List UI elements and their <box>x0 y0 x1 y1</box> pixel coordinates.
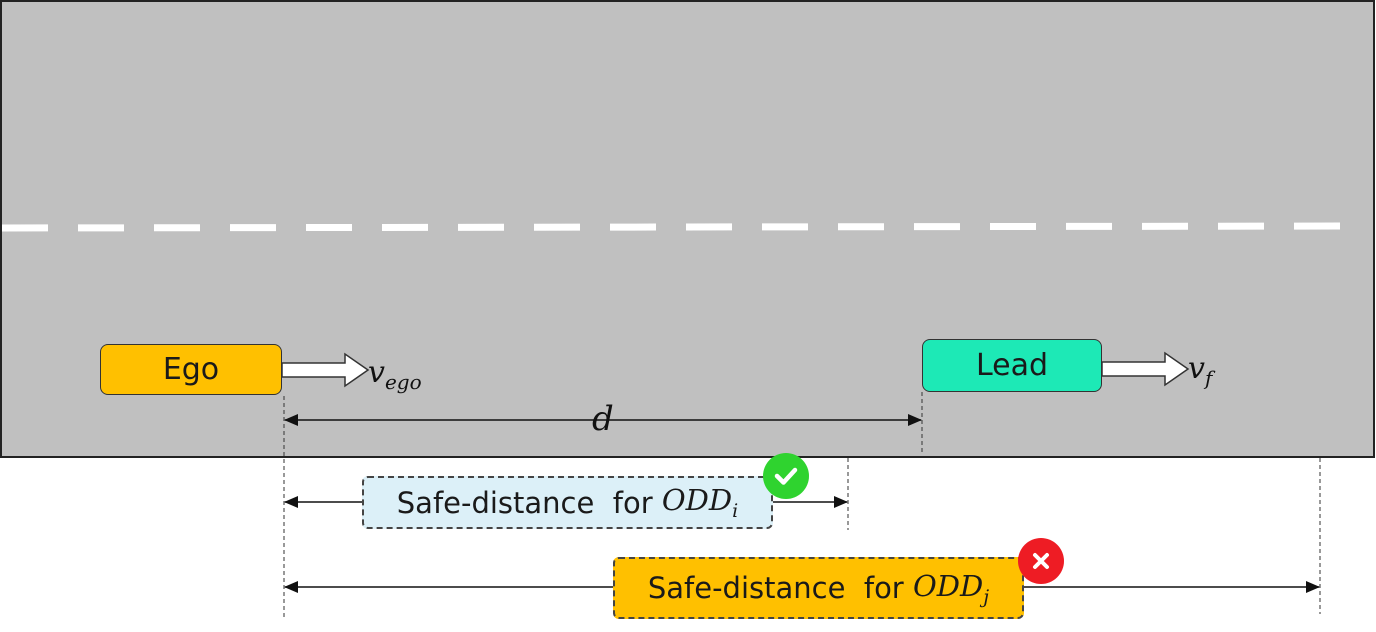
lead-velocity-arrow <box>1101 351 1190 387</box>
odd-j-symbol: ODDj <box>912 568 990 608</box>
safe-distance-i-text: Safe-distance for <box>396 485 662 520</box>
odd-i-symbol: ODDi <box>661 483 739 522</box>
lead-label: Lead <box>975 348 1049 383</box>
check-icon <box>763 453 809 499</box>
safe-distance-j-text: Safe-distance for <box>647 571 913 605</box>
cross-icon <box>1018 538 1064 584</box>
gap-label: d <box>592 399 614 439</box>
lead-vehicle: Lead <box>922 339 1102 392</box>
safe-distance-j-box: Safe-distance for ODDj <box>613 557 1024 619</box>
safe-distance-i-box: Safe-distance for ODDi <box>362 476 773 529</box>
ego-vehicle: Ego <box>100 344 282 395</box>
ego-label: Ego <box>162 352 220 387</box>
ego-velocity-arrow <box>281 352 370 388</box>
ego-velocity-label: vego <box>368 355 422 395</box>
lead-velocity-label: vf <box>1188 351 1213 391</box>
